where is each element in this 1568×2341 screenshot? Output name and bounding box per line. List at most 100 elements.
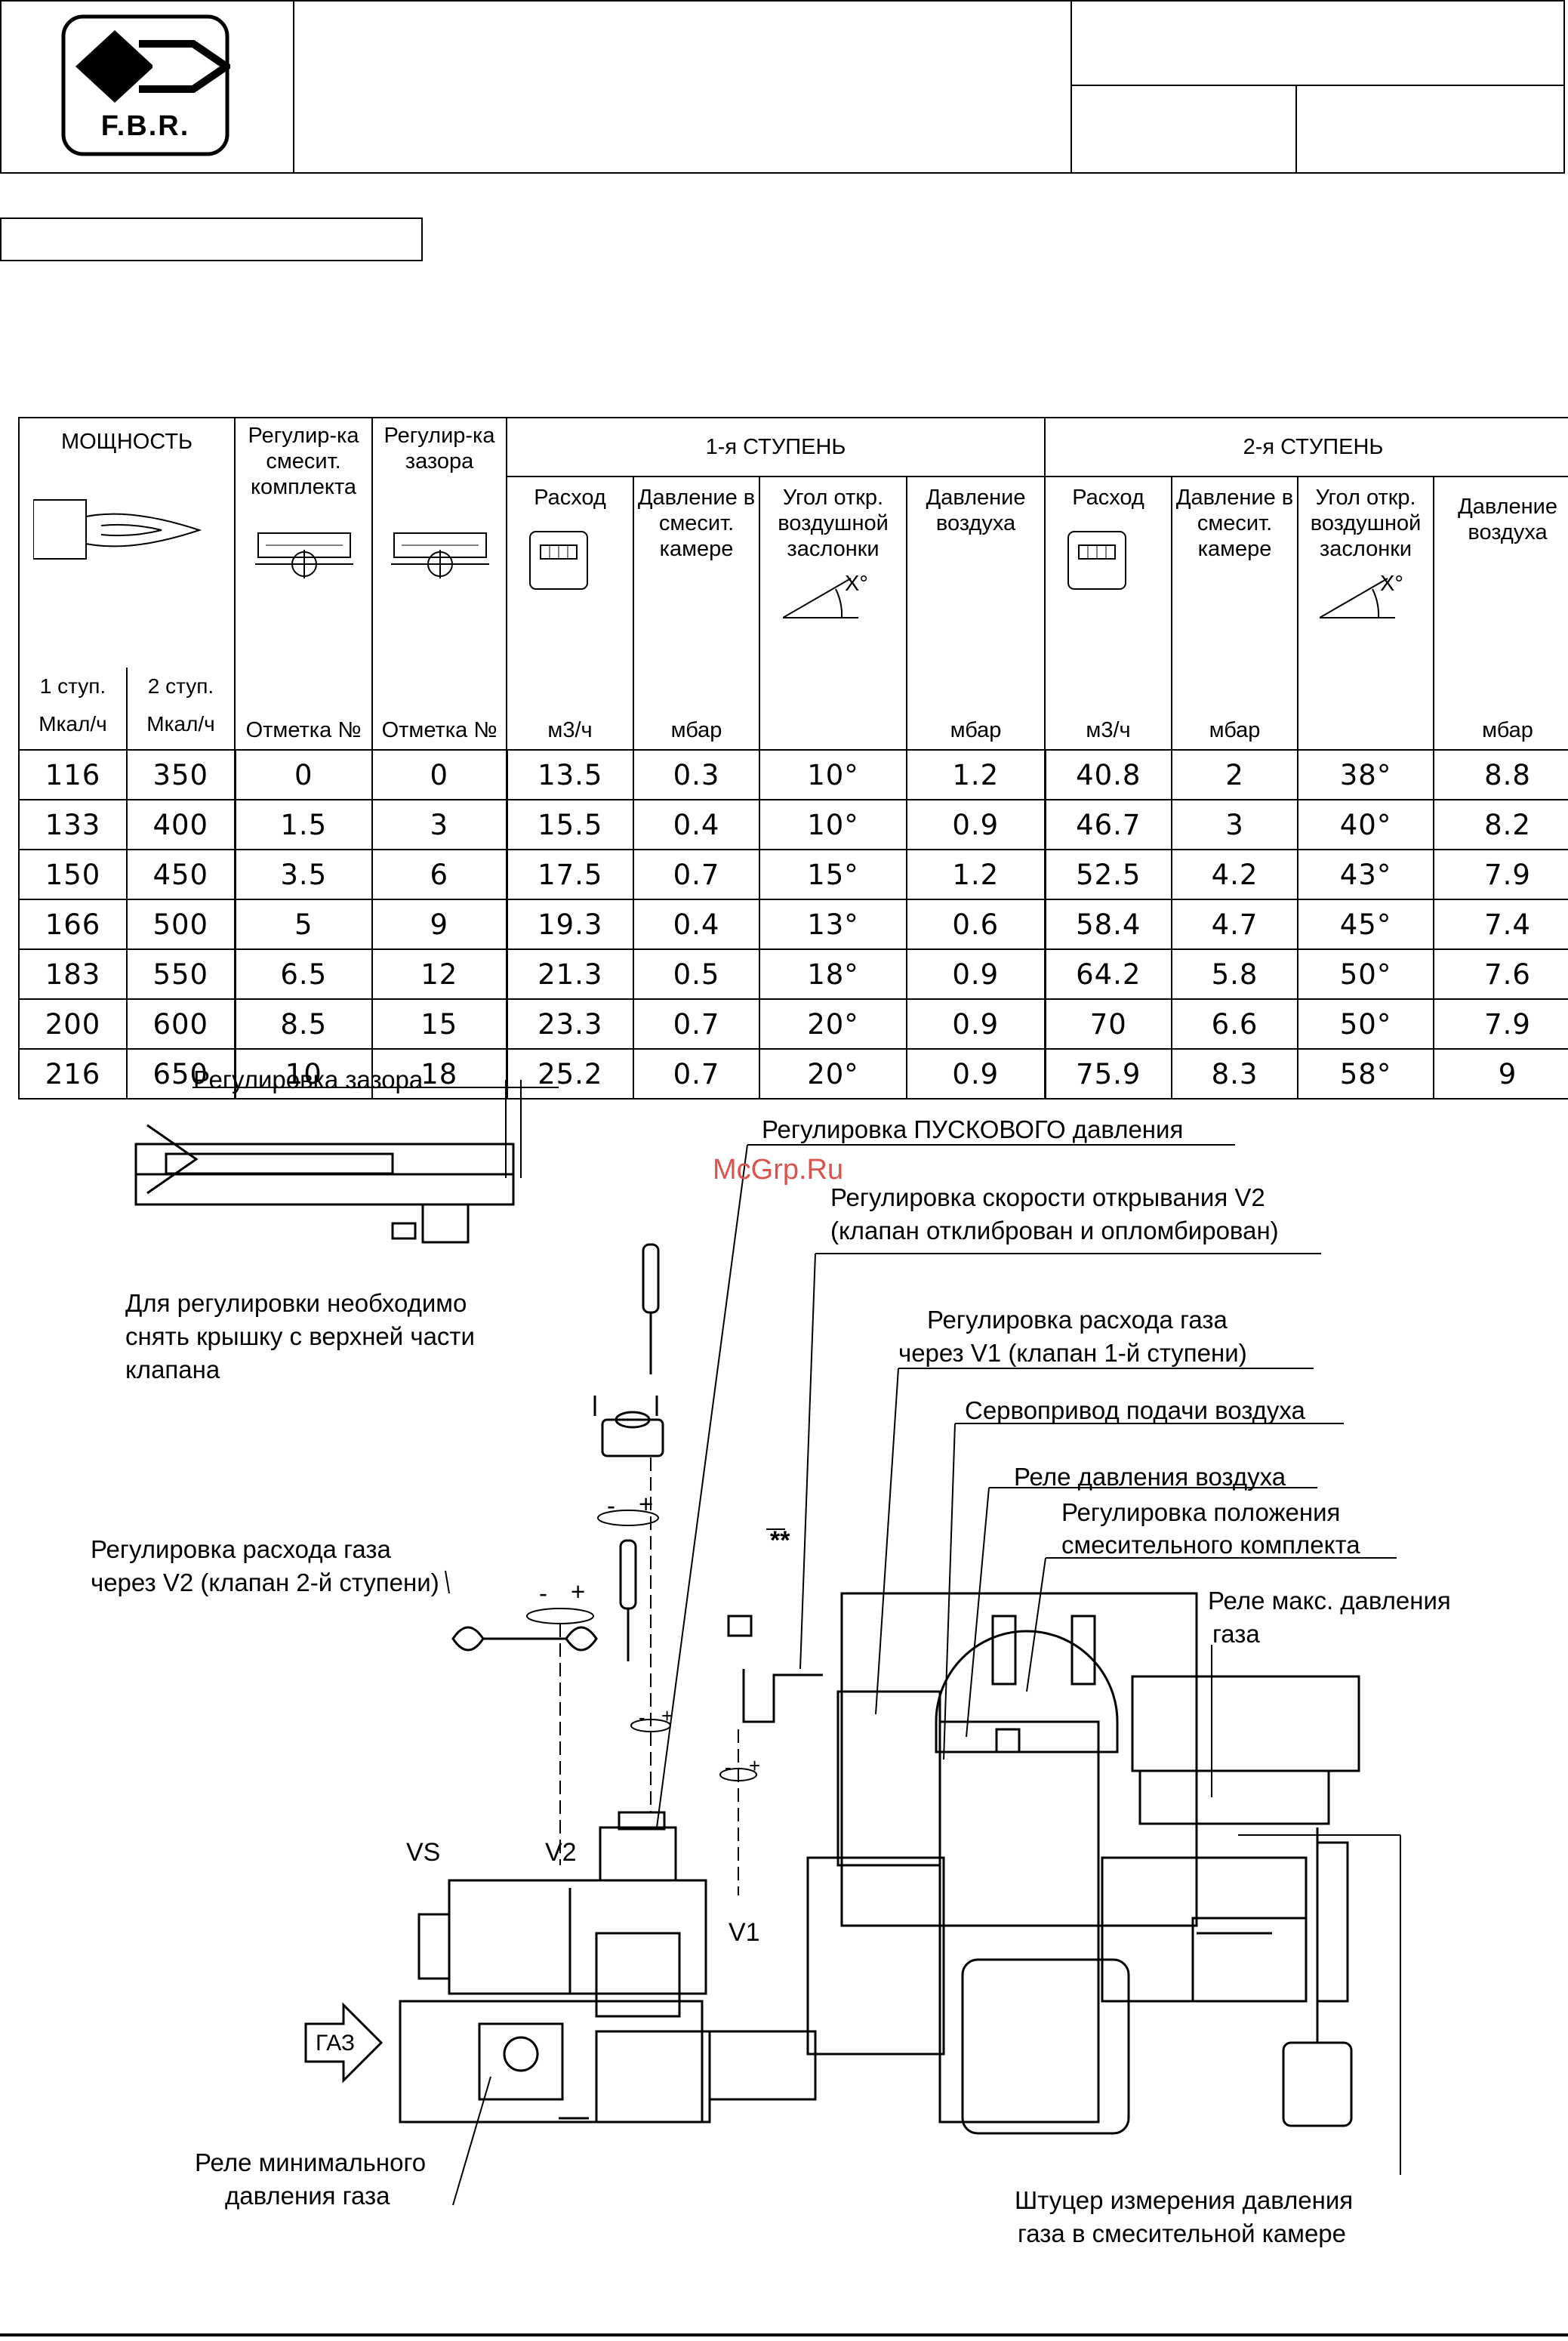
table-cell: 70: [1043, 998, 1173, 1050]
v2-speed-callout: Регулировка скорости открывания V2: [830, 1183, 1265, 1211]
minus-sign: -: [725, 1756, 732, 1778]
table-cell: 450: [125, 849, 236, 900]
gap-adjust-callout: Регулировка зазора: [193, 1066, 424, 1093]
air-pressure-label: Давление воздуха: [1458, 495, 1557, 545]
table-cell: 0.4: [633, 899, 761, 950]
air-servo-callout: Сервопривод подачи воздуха: [965, 1396, 1305, 1424]
table-cell: 40°: [1297, 799, 1435, 850]
flow-label: Расход: [1072, 486, 1144, 510]
guide-lines: [559, 1457, 739, 1895]
screwdriver-drawing: [619, 1243, 660, 1661]
table-cell: 0.4: [633, 799, 761, 850]
power-unit: Мкал/ч: [39, 712, 107, 736]
table-cell: 7.9: [1433, 849, 1568, 900]
table-cell: 75.9: [1043, 1048, 1173, 1100]
gap-adjust-header: Регулир-ка зазора: [371, 417, 508, 668]
table-cell: 0.3: [633, 749, 761, 800]
table-cell: 46.7: [1043, 799, 1173, 850]
power-header-cell: МОЩНОСТЬ: [17, 417, 236, 668]
angle-symbol: X°: [1380, 572, 1403, 597]
table-cell: 150: [18, 849, 128, 900]
table-cell: 8.8: [1433, 749, 1568, 800]
table-cell: 200: [18, 998, 128, 1050]
table-cell: 10: [233, 1048, 374, 1100]
fbr-logo: F.B.R.: [60, 14, 233, 157]
table-cell: 6: [371, 849, 508, 900]
table-cell: 9: [371, 899, 508, 950]
plus-sign: +: [749, 1754, 761, 1777]
table-cell: 8.5: [233, 998, 374, 1050]
rotation-arrows: [526, 1510, 757, 1781]
damper-angle-header: Угол откр. воздушной заслонки X°: [1297, 476, 1435, 668]
wrench-drawing: [451, 1615, 823, 1723]
title-divider: [293, 2, 294, 172]
gap-adjust-label: Регулир-ка зазора: [384, 424, 495, 473]
mix-adjust-label: Регулир-ка смесит. комплекта: [248, 424, 359, 499]
leader-lines: [445, 1144, 1401, 2206]
pressure-unit: мбар: [906, 668, 1046, 751]
table-cell: 7.4: [1433, 899, 1568, 950]
gas-meter-icon: [528, 530, 589, 597]
flow-header: Расход: [1044, 476, 1173, 668]
table-cell: 3.5: [233, 849, 374, 900]
table-cell: 0.5: [633, 948, 761, 1000]
cover-note-3: клапана: [125, 1356, 220, 1383]
v1-label: V1: [729, 1918, 760, 1947]
nipple-callout: Штуцер измерения давления: [1015, 2186, 1354, 2214]
table-cell: 400: [125, 799, 236, 850]
damper-angle-label: Угол откр. воздушной заслонки: [778, 486, 889, 562]
table-cell: 38°: [1297, 749, 1435, 800]
table-cell: 50°: [1297, 948, 1435, 1000]
table-cell: 4.7: [1171, 899, 1299, 950]
table-cell: 3: [1171, 799, 1299, 850]
footer-rule: [0, 2333, 1568, 2336]
table-cell: 600: [125, 998, 236, 1050]
scale-icon: [391, 530, 490, 589]
title-block: [0, 0, 1565, 174]
power-unit: Мкал/ч: [146, 712, 215, 736]
table-cell: 17.5: [505, 849, 635, 900]
power-unit-cell: 2 ступ. Мкал/ч: [125, 668, 236, 751]
power-unit-cell: 1 ступ.Мкал/ч: [18, 668, 128, 751]
burner-body: [806, 1592, 1360, 2135]
table-cell: 15°: [759, 849, 908, 900]
power-header: МОЩНОСТЬ: [60, 430, 193, 454]
logo-text: F.B.R.: [100, 110, 190, 142]
burner-diagram: [134, 1080, 1401, 2206]
v2-speed-callout-2: (клапан отклиброван и опломбирован): [830, 1217, 1279, 1245]
table-cell: 7.9: [1433, 998, 1568, 1050]
stage2-power-label: 2 ступ.: [147, 674, 214, 698]
max-gas-relay-callout-2: газа: [1212, 1620, 1260, 1648]
table-cell: 20°: [759, 1048, 908, 1100]
model-box: [0, 217, 423, 261]
angle-unit-cell: [1297, 668, 1435, 751]
title-divider: [1070, 85, 1565, 86]
gas-valve-train: [399, 1811, 817, 2124]
table-cell: 650: [125, 1048, 236, 1100]
table-cell: 4.2: [1171, 849, 1299, 900]
table-cell: 350: [125, 749, 236, 800]
table-cell: 0.9: [906, 998, 1046, 1050]
mixing-head-drawing: [134, 1080, 559, 1244]
mix-pressure-header: Давление в смесит. камере: [1171, 476, 1299, 668]
table-cell: 19.3: [505, 899, 635, 950]
table-cell: 52.5: [1043, 849, 1173, 900]
table-cell: 9: [1433, 1048, 1568, 1100]
gas-inlet-label: ГАЗ: [316, 2031, 356, 2056]
table-cell: 1.2: [906, 749, 1046, 800]
table-cell: 0: [233, 749, 374, 800]
vs-label: VS: [406, 1838, 441, 1867]
minus-sign: -: [539, 1579, 547, 1607]
gas-inlet-arrow: [304, 2002, 384, 2083]
table-cell: 0.6: [906, 899, 1046, 950]
table-cell: 0.9: [906, 948, 1046, 1000]
air-pressure-relay-callout: Реле давления воздуха: [1014, 1463, 1286, 1491]
angle-unit-cell: [759, 668, 908, 751]
table-cell: 15.5: [505, 799, 635, 850]
table-cell: 2: [1171, 749, 1299, 800]
